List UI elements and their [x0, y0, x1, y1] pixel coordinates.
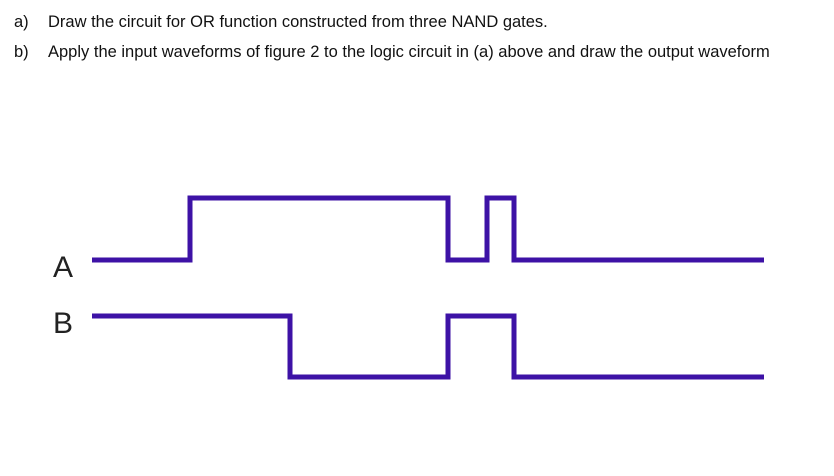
question-b-marker: b)	[14, 43, 29, 61]
signal-b-waveform	[92, 313, 764, 380]
signal-a-waveform	[92, 195, 764, 263]
signal-b-label: B	[53, 307, 73, 340]
question-a: a) Draw the circuit for OR function cons…	[14, 10, 814, 35]
signal-a-label: A	[53, 251, 73, 284]
question-a-marker: a)	[14, 13, 29, 31]
question-a-text: Draw the circuit for OR function constru…	[48, 13, 548, 31]
question-b: b) Apply the input waveforms of figure 2…	[14, 40, 814, 65]
question-list: a) Draw the circuit for OR function cons…	[14, 10, 814, 65]
question-b-text: Apply the input waveforms of figure 2 to…	[48, 43, 770, 61]
